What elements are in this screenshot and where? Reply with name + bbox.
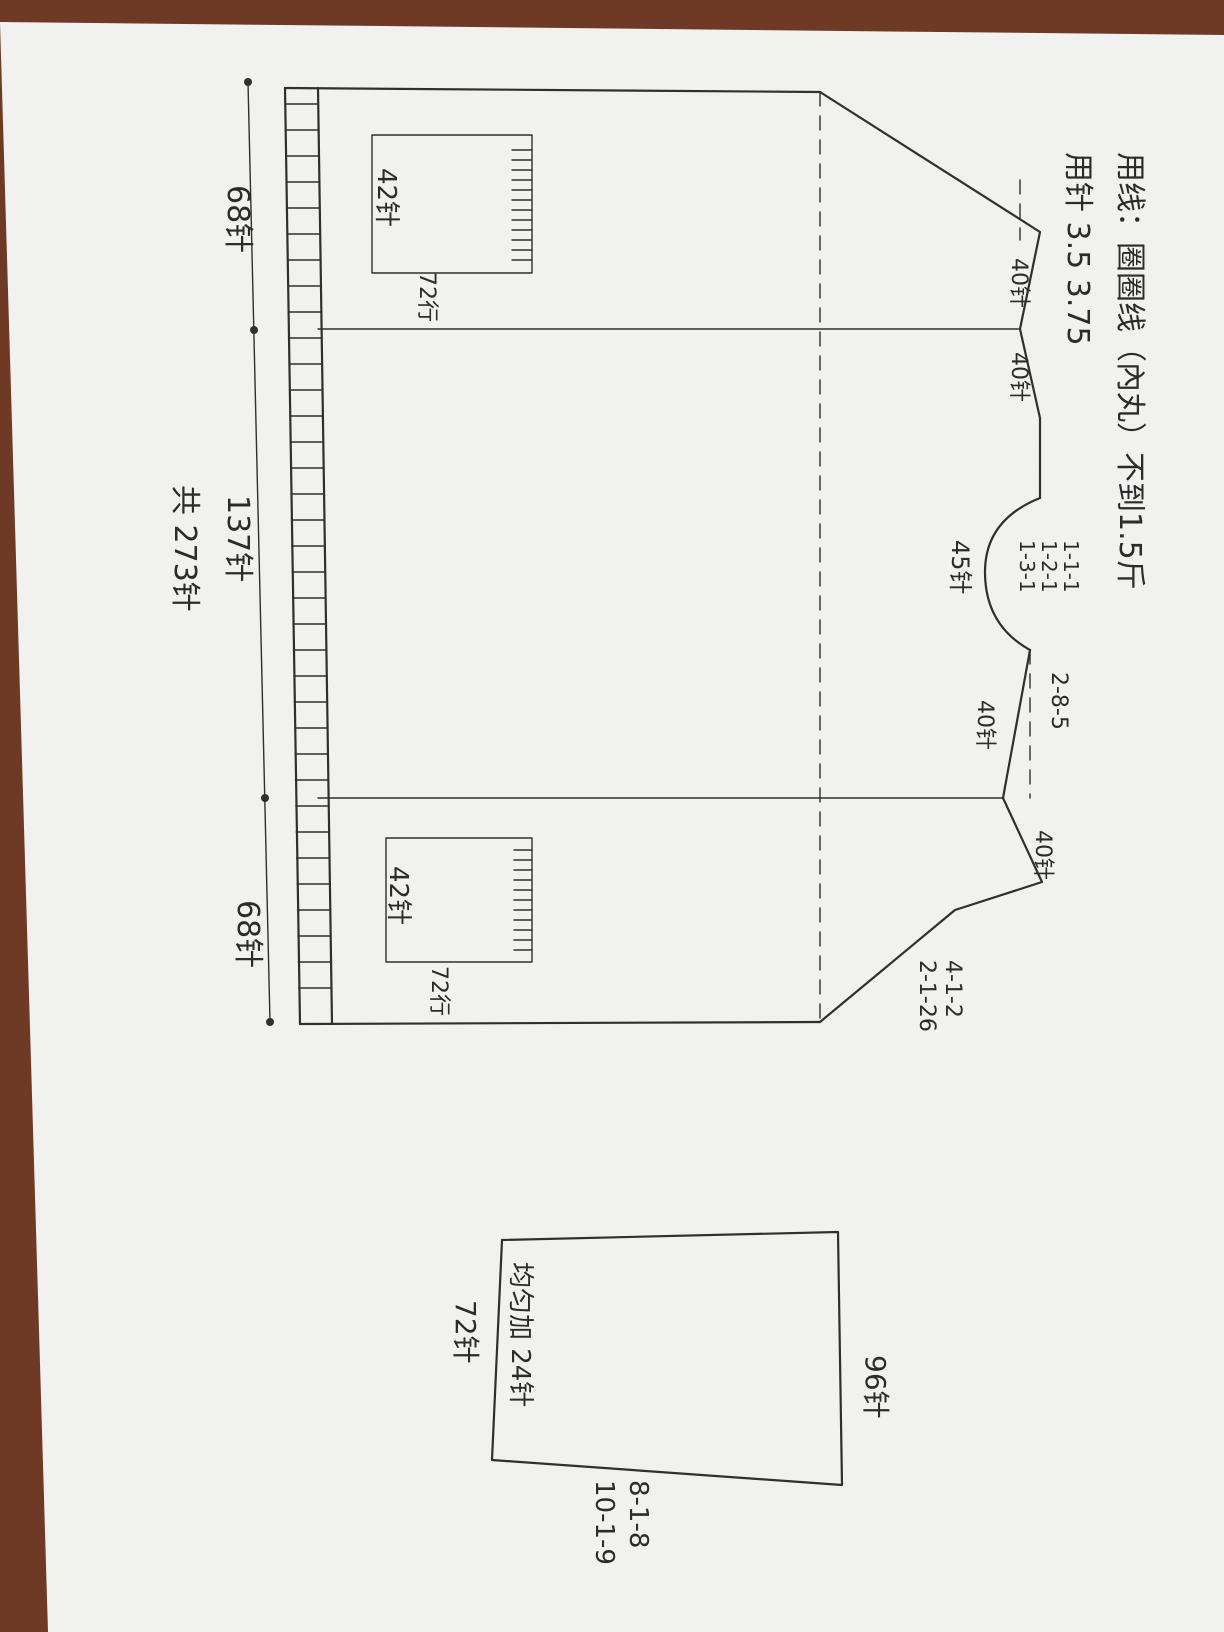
sleeve-pattern-note: 均匀加 24针 bbox=[505, 1262, 535, 1407]
pocket-upper-rows: 72行 bbox=[414, 272, 439, 322]
neck-decrease-1: 1-1-1 bbox=[1059, 540, 1083, 593]
neckline-decrease-2: 2-1-26 bbox=[914, 960, 939, 1032]
pocket-lower-rows: 72行 bbox=[426, 966, 451, 1016]
shoulder-right-label: 40针 bbox=[1030, 830, 1055, 880]
shoulder-mid-left-label: 40针 bbox=[1006, 352, 1031, 402]
yarn-note: 用线：圈圈线（內丸）不到1.5斤 bbox=[1112, 152, 1147, 590]
shoulder-left-label: 40针 bbox=[1006, 258, 1031, 308]
sleeve-increase-1: 10-1-9 bbox=[589, 1480, 619, 1565]
front-right-width-label: 68针 bbox=[230, 900, 265, 968]
neck-decrease-2: 1-2-1 bbox=[1037, 540, 1061, 593]
sleeve-panel bbox=[490, 1230, 844, 1487]
width-dimension bbox=[244, 78, 274, 1026]
needle-note: 用针 3.5 3.75 bbox=[1060, 152, 1095, 346]
total-stitches-label: 共 273针 bbox=[167, 485, 202, 612]
pocket-upper-ribbing bbox=[511, 149, 533, 261]
shoulder-decrease-label: 2-8-5 bbox=[1046, 672, 1071, 730]
pocket-upper-stitches: 42针 bbox=[371, 168, 401, 227]
back-width-label: 137针 bbox=[220, 495, 255, 582]
pocket-upper bbox=[371, 134, 533, 274]
sleeve-increase-2: 8-1-8 bbox=[623, 1480, 653, 1548]
paper-sheet bbox=[0, 22, 1224, 1632]
body-panel bbox=[283, 86, 1044, 1026]
shoulder-mid-right-label: 40针 bbox=[972, 700, 997, 750]
pocket-lower-stitches: 42针 bbox=[383, 866, 413, 925]
pocket-lower bbox=[385, 837, 533, 963]
neckline-decrease-1: 4-1-2 bbox=[940, 960, 965, 1018]
neck-decrease-3: 1-3-1 bbox=[1015, 540, 1039, 593]
front-left-width-label: 68针 bbox=[220, 185, 255, 253]
sleeve-top-label: 96针 bbox=[859, 1355, 892, 1419]
sleeve-cuff-label: 72针 bbox=[449, 1300, 482, 1364]
neck-curve-label: 45针 bbox=[946, 540, 974, 595]
hem-ribbing bbox=[284, 103, 333, 989]
pocket-lower-ribbing bbox=[513, 849, 533, 951]
